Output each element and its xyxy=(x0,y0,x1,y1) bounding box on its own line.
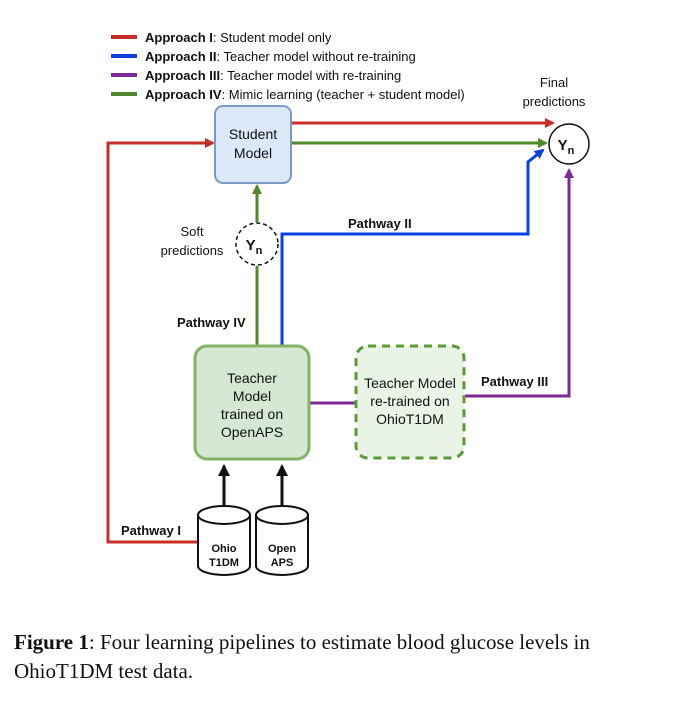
student-model-label-line1: Student xyxy=(229,126,277,142)
legend-label-text: : Mimic learning (teacher + student mode… xyxy=(222,87,465,102)
legend-item-approach-1: Approach I: Student model only xyxy=(111,30,332,45)
legend-label-text: : Teacher model without re-training xyxy=(217,49,416,64)
pathway-3-connector xyxy=(465,168,574,398)
figure-caption-label: Figure 1 xyxy=(14,630,89,654)
legend-label-bold: Approach I xyxy=(145,30,213,45)
legend-item-approach-3: Approach III: Teacher model with re-trai… xyxy=(111,68,401,83)
soft-prediction-node: Yn xyxy=(235,222,279,266)
final-predictions-label-line1: Final xyxy=(540,75,568,90)
svg-text:Approach III: Teacher model wi: Approach III: Teacher model with re-trai… xyxy=(145,68,401,83)
openaps-database: Open APS xyxy=(255,505,309,576)
pathway-4-label: Pathway IV xyxy=(177,315,246,330)
retrained-teacher-label-line2: re-trained on xyxy=(370,393,449,409)
teacher-model-label-line4: OpenAPS xyxy=(221,424,283,440)
student-model-node: Student Model xyxy=(214,105,292,184)
soft-predictions-label-line2: predictions xyxy=(161,243,224,258)
teacher-model-label-line1: Teacher xyxy=(227,370,277,386)
legend-label-bold: Approach IV xyxy=(145,87,222,102)
legend-label-bold: Approach II xyxy=(145,49,217,64)
figure-caption-text: : Four learning pipelines to estimate bl… xyxy=(14,630,590,683)
pathway-3-label: Pathway III xyxy=(481,374,548,389)
legend: Approach I: Student model only Approach … xyxy=(111,30,465,102)
openaps-db-label-line1: Open xyxy=(268,543,296,555)
soft-predictions-label-line1: Soft xyxy=(180,224,204,239)
pathway-2-connector xyxy=(280,148,545,345)
pathway-1-label: Pathway I xyxy=(121,523,181,538)
pathway-2-label: Pathway II xyxy=(348,216,412,231)
ohio-db-label-line2: T1DM xyxy=(209,557,239,569)
svg-text:Approach II: Teacher model wit: Approach II: Teacher model without re-tr… xyxy=(145,49,416,64)
svg-text:Yn: Yn xyxy=(558,137,575,157)
soft-y-subscript: n xyxy=(256,245,263,257)
legend-label-bold: Approach III xyxy=(145,68,220,83)
legend-label-text: : Teacher model with re-training xyxy=(220,68,401,83)
openaps-db-label-line2: APS xyxy=(271,557,294,569)
teacher-model-label-line3: trained on xyxy=(221,406,283,422)
svg-text:Approach I: Student model only: Approach I: Student model only xyxy=(145,30,332,45)
final-y-symbol: Y xyxy=(558,137,568,154)
svg-text:Approach IV: Mimic learning (t: Approach IV: Mimic learning (teacher + s… xyxy=(145,87,465,102)
teacher-model-node: Teacher Model trained on OpenAPS xyxy=(193,344,311,461)
ohio-db-label-line1: Ohio xyxy=(211,543,236,555)
legend-label-text: : Student model only xyxy=(213,30,332,45)
ohio-t1dm-database: Ohio T1DM xyxy=(197,505,251,576)
teacher-model-label-line2: Model xyxy=(233,388,271,404)
final-y-subscript: n xyxy=(568,145,575,157)
legend-item-approach-4: Approach IV: Mimic learning (teacher + s… xyxy=(111,87,465,102)
legend-item-approach-2: Approach II: Teacher model without re-tr… xyxy=(111,49,416,64)
student-model-label-line2: Model xyxy=(234,145,272,161)
final-predictions-label-line2: predictions xyxy=(523,94,586,109)
pathway-1-connector xyxy=(106,138,215,544)
retrained-teacher-label-line1: Teacher Model xyxy=(364,375,456,391)
soft-y-symbol: Y xyxy=(246,237,256,254)
figure-caption: Figure 1: Four learning pipelines to est… xyxy=(14,628,679,686)
retrained-teacher-label-line3: OhioT1DM xyxy=(376,411,444,427)
retrained-teacher-node: Teacher Model re-trained on OhioT1DM xyxy=(354,344,466,460)
svg-text:Yn: Yn xyxy=(246,237,263,257)
connectors xyxy=(106,118,574,544)
pipeline-diagram: Approach I: Student model only Approach … xyxy=(106,30,590,576)
final-prediction-node: Yn xyxy=(548,123,590,165)
